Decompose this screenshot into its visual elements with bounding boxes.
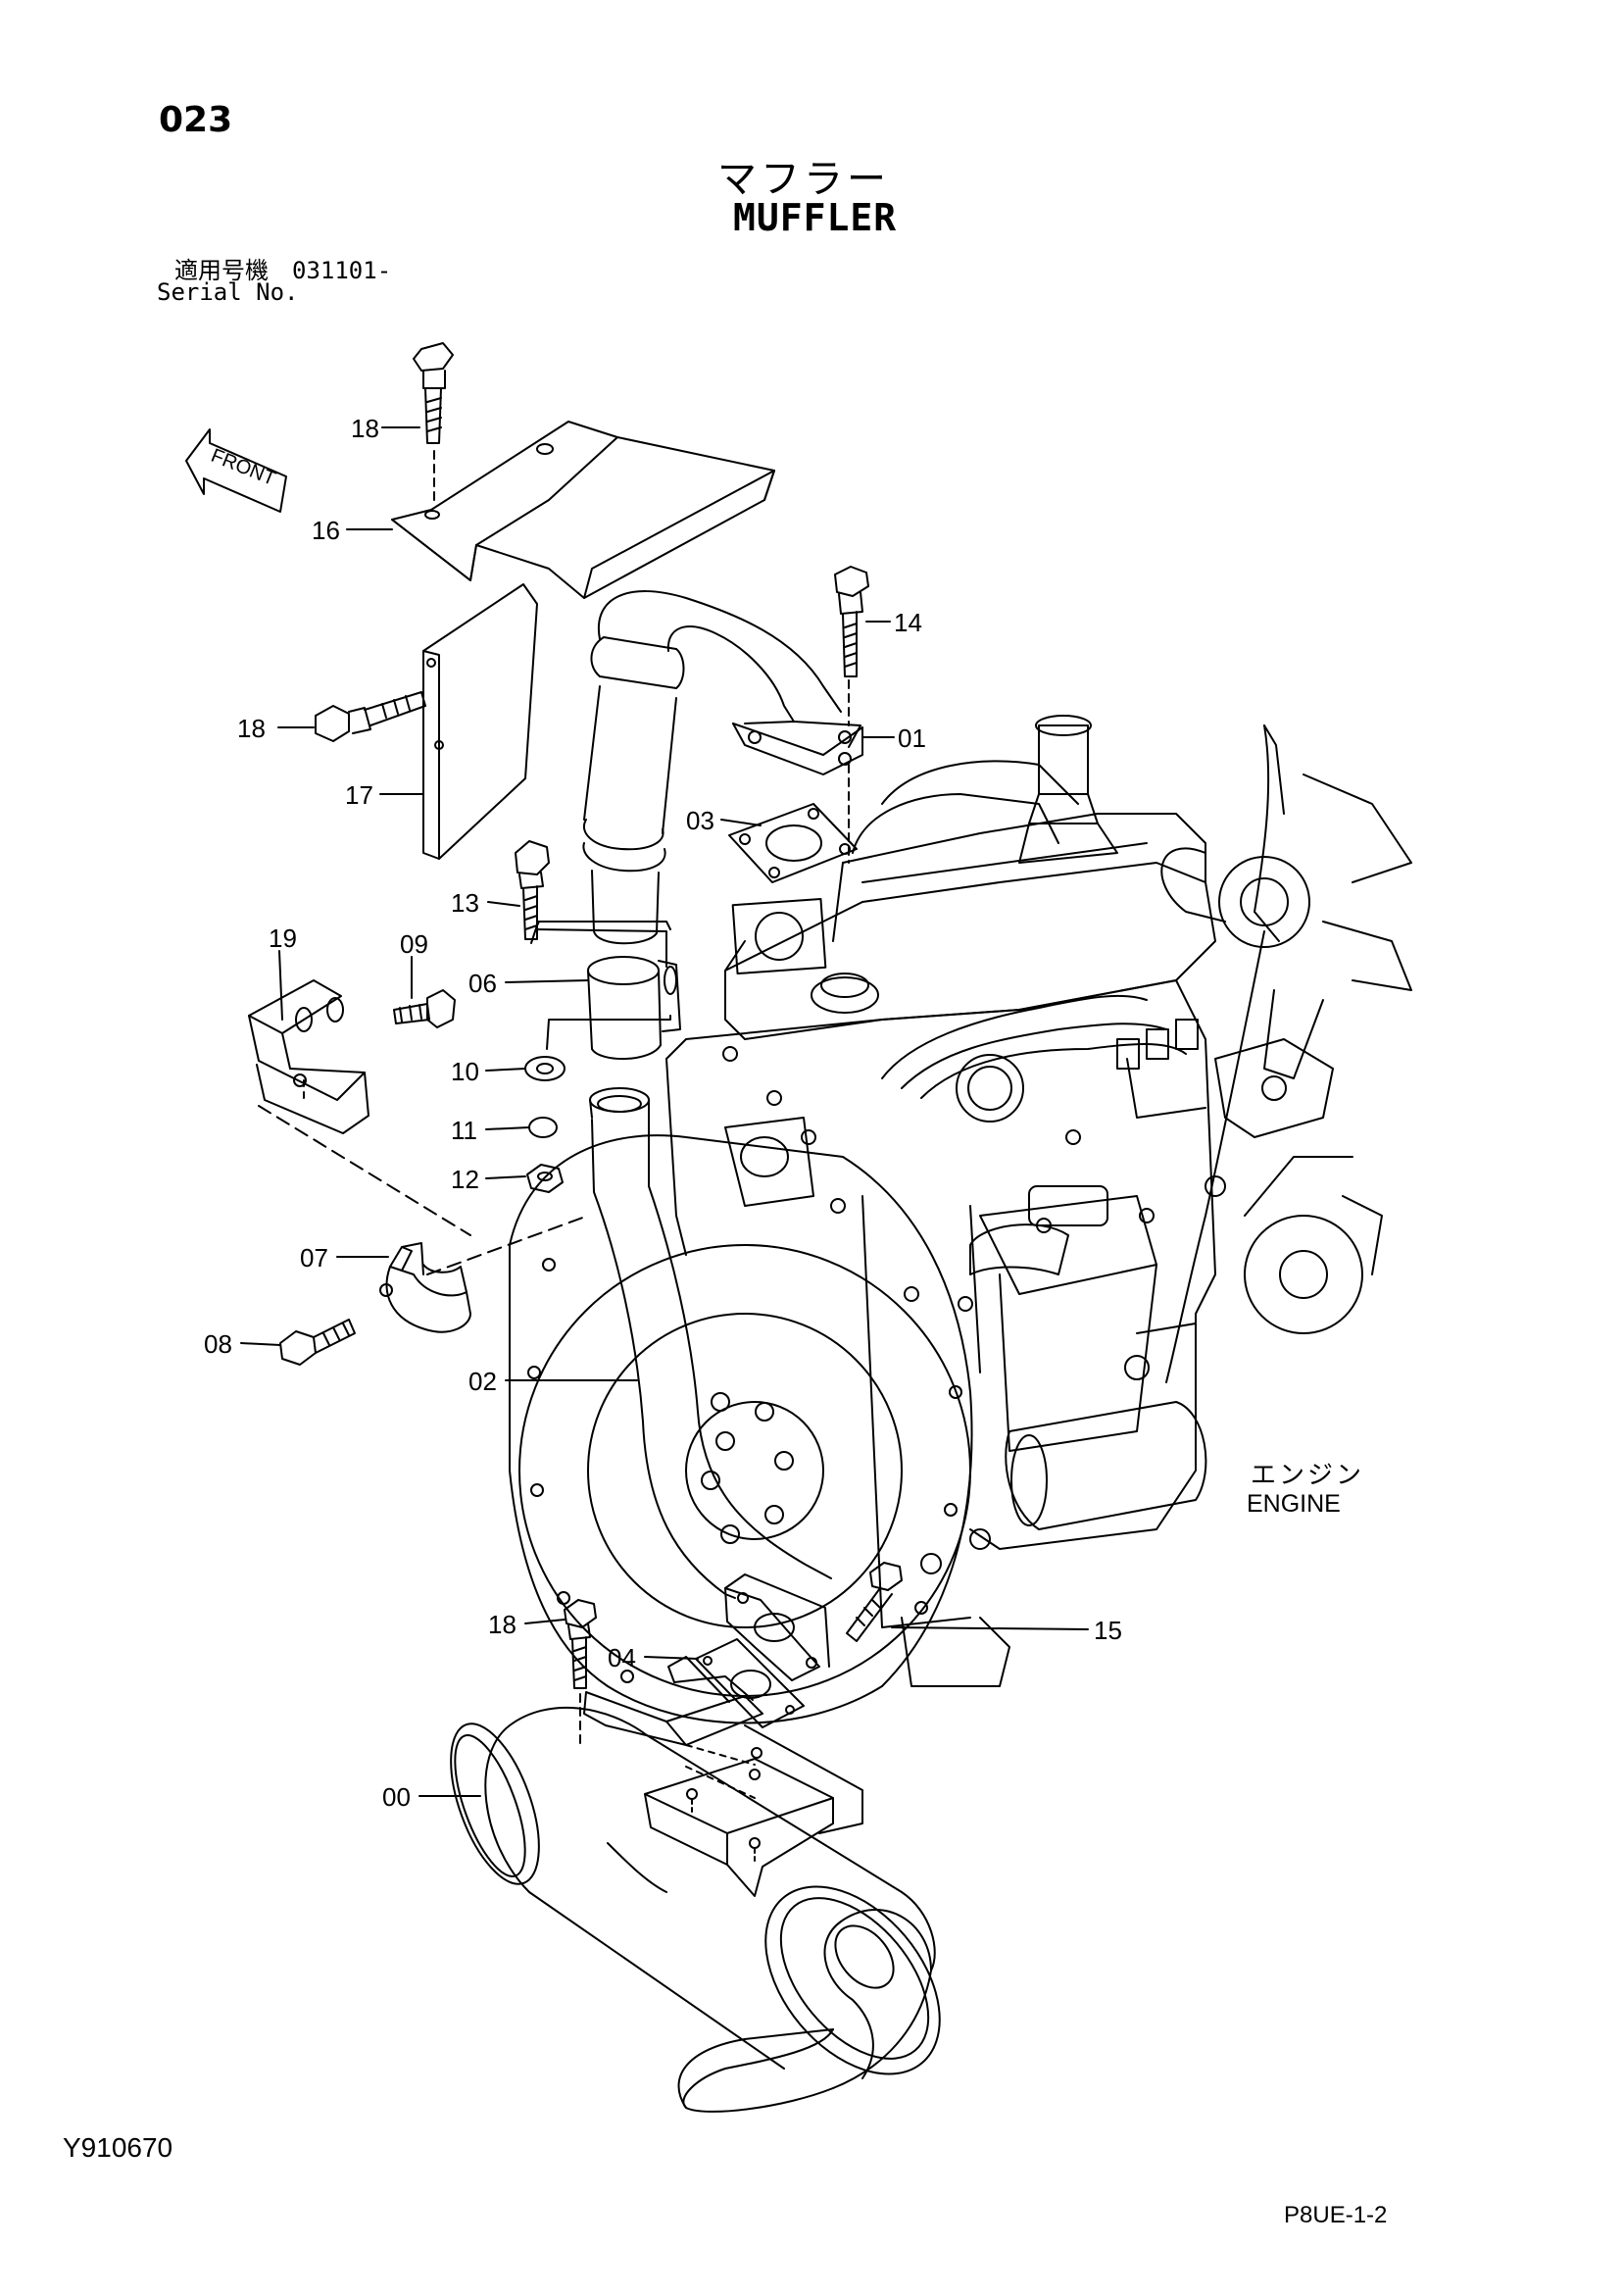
part-01-pipe-bend bbox=[583, 591, 862, 943]
bolt-09 bbox=[394, 990, 455, 1027]
serial-applicable: 適用号機 031101- bbox=[174, 257, 392, 284]
callout-19: 19 bbox=[269, 923, 297, 953]
bolt-18-lower bbox=[565, 1600, 596, 1745]
callout-16: 16 bbox=[312, 516, 340, 545]
callout-18-top: 18 bbox=[351, 414, 379, 443]
front-label: FRONT bbox=[208, 445, 278, 490]
part-10-washer bbox=[525, 1057, 565, 1080]
callout-17: 17 bbox=[345, 780, 373, 810]
part-07-bracket bbox=[380, 1216, 588, 1332]
engine-label-english: ENGINE bbox=[1247, 1490, 1341, 1518]
title-japanese: マフラー bbox=[717, 157, 890, 202]
callout-08: 08 bbox=[204, 1329, 232, 1359]
page-number: 023 bbox=[159, 100, 233, 140]
serial-label: Serial No. bbox=[157, 278, 299, 306]
callout-10: 10 bbox=[451, 1057, 479, 1086]
callout-18-lower: 18 bbox=[488, 1610, 516, 1639]
callout-12: 12 bbox=[451, 1165, 479, 1194]
callout-11: 11 bbox=[451, 1116, 477, 1145]
bolt-14 bbox=[835, 567, 868, 863]
bolt-13 bbox=[516, 841, 670, 943]
callout-02: 02 bbox=[468, 1367, 497, 1396]
callout-leaders bbox=[241, 427, 1088, 1796]
callout-18-left: 18 bbox=[237, 714, 266, 743]
engine-label-japanese: エンジン bbox=[1251, 1461, 1365, 1490]
bolt-18-left bbox=[316, 692, 425, 741]
drawing-number: Y910670 bbox=[63, 2132, 173, 2163]
bolt-15 bbox=[847, 1563, 902, 1641]
front-arrow-icon: FRONT bbox=[186, 429, 286, 512]
callout-07: 07 bbox=[300, 1243, 328, 1273]
engine-drawing bbox=[510, 716, 1411, 1723]
callout-00: 00 bbox=[382, 1782, 411, 1812]
callout-06: 06 bbox=[468, 969, 497, 998]
part-17-plate bbox=[423, 584, 537, 859]
callout-15: 15 bbox=[1094, 1616, 1122, 1645]
callout-04: 04 bbox=[608, 1643, 636, 1672]
callout-14: 14 bbox=[894, 608, 922, 637]
part-12-nut bbox=[527, 1165, 563, 1192]
part-06-clamp bbox=[537, 929, 680, 1059]
part-11-spring-washer bbox=[529, 1118, 557, 1137]
part-00-muffler bbox=[433, 1657, 975, 2112]
callout-01: 01 bbox=[898, 724, 926, 753]
bolt-08 bbox=[280, 1320, 355, 1365]
part-03-gasket bbox=[729, 804, 857, 882]
part-16-cover bbox=[392, 422, 774, 598]
title-english: MUFFLER bbox=[733, 196, 898, 239]
callout-03: 03 bbox=[686, 806, 714, 835]
bolt-18-top bbox=[414, 343, 453, 500]
part-19-bracket bbox=[249, 980, 470, 1235]
callout-13: 13 bbox=[451, 888, 479, 918]
page-code: P8UE-1-2 bbox=[1284, 2202, 1388, 2228]
part-02-pipe bbox=[590, 1088, 831, 1680]
callout-09: 09 bbox=[400, 929, 428, 959]
